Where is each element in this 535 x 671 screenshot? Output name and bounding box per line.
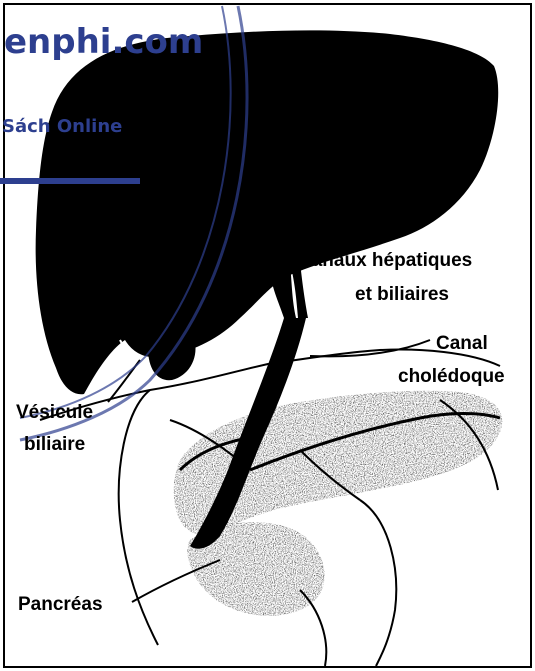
watermark-tagline: Sách Online: [2, 116, 122, 137]
label-hepatic-ducts-line2: et biliaires: [355, 284, 449, 305]
watermark-bar: [0, 178, 140, 184]
label-gallbladder-line2: biliaire: [24, 434, 85, 455]
outline-left-body: [119, 390, 158, 645]
label-gallbladder-line1: Vésicule: [16, 402, 93, 423]
label-common-bile-duct-line1: Canal: [436, 333, 488, 354]
outline-right-loop: [360, 500, 396, 666]
pancreas-head: [187, 522, 324, 616]
label-common-bile-duct-line2: cholédoque: [398, 366, 505, 387]
watermark-site: enphi.com: [4, 22, 203, 62]
label-hepatic-ducts-line1: Canaux hépatiques: [298, 250, 472, 271]
leader-common-bile-duct: [310, 340, 430, 356]
label-pancreas: Pancréas: [18, 594, 103, 615]
